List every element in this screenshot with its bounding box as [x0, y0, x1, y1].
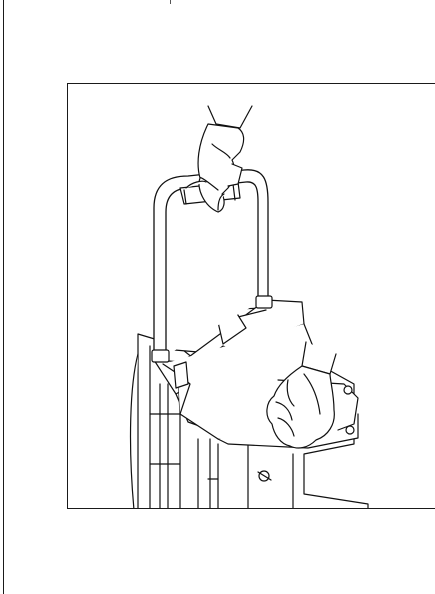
illustration-frame	[67, 83, 435, 509]
pressure-washer-lift-illustration	[129, 105, 369, 508]
telescopic-handle	[151, 169, 273, 389]
upper-hand-illustration	[185, 105, 253, 213]
lower-hand-illustration	[266, 341, 337, 449]
page-top-tick	[170, 0, 171, 4]
page-left-rule	[3, 0, 4, 594]
